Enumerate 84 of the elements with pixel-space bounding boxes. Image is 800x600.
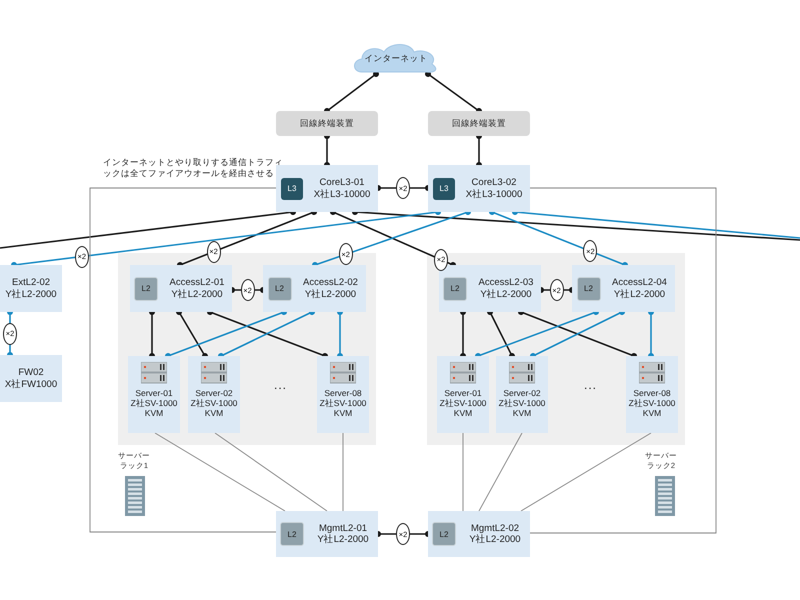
connector-line	[518, 309, 637, 359]
connector-line	[425, 71, 482, 114]
router-box	[428, 165, 530, 212]
device-label: Server-08 Z社SV-1000 KVM	[628, 388, 676, 419]
device-label: AccessL2-01 Y社L2-2000	[168, 277, 226, 300]
connector-line	[229, 287, 266, 293]
server-box	[496, 356, 548, 433]
connector-line	[530, 188, 716, 534]
connector-line	[476, 133, 482, 168]
connector-line	[330, 209, 456, 268]
switch-icon: L2	[443, 276, 467, 300]
device-label: Server-02 Z社SV-1000 KVM	[190, 388, 238, 419]
connector-line	[165, 309, 287, 359]
switch-icon: L2	[280, 522, 304, 546]
switch-icon: L2	[432, 522, 456, 546]
device-label: Server-02 Z社SV-1000 KVM	[498, 388, 546, 419]
switch-box	[130, 265, 232, 312]
device-label: FW02 X社FW1000	[4, 367, 58, 390]
device-label: MgmtL2-01 Y社L2-2000	[316, 522, 370, 546]
connector-line	[460, 309, 466, 359]
connector-line	[90, 188, 276, 532]
device-label: MgmtL2-02 Y社L2-2000	[468, 522, 522, 546]
device-label: 回線終端装置	[452, 118, 506, 129]
switch-box	[276, 511, 378, 557]
connector-line	[218, 309, 315, 359]
device-label: CoreL3-02 X社L3-10000	[464, 177, 524, 200]
switch-box	[572, 265, 675, 312]
device-label: Server-01 Z社SV-1000 KVM	[130, 388, 178, 419]
connector-line	[512, 209, 800, 239]
connector-line	[489, 209, 628, 268]
switch-box	[263, 265, 366, 312]
device-box	[0, 355, 62, 402]
connector-line	[462, 432, 464, 512]
router-icon: L3	[281, 178, 303, 200]
ellipsis-text: ...	[584, 378, 598, 394]
connector-line	[207, 309, 328, 359]
connector-line	[0, 209, 296, 249]
connector-line	[538, 287, 575, 293]
connector-line	[352, 209, 800, 241]
connector-line	[648, 309, 654, 359]
device-label: AccessL2-04 Y社L2-2000	[611, 277, 668, 300]
connector-line	[475, 309, 599, 359]
connector-line	[7, 309, 13, 358]
ellipsis-text: ...	[274, 378, 288, 394]
switch-icon: L2	[576, 276, 600, 300]
cloud-label: インターネット	[364, 52, 428, 64]
connector-line	[154, 432, 286, 512]
device-box	[0, 265, 62, 312]
server-box	[317, 356, 369, 433]
device-label: Server-08 Z社SV-1000 KVM	[318, 388, 368, 419]
router-icon: L3	[433, 178, 455, 200]
connector-line	[312, 209, 471, 268]
device-label: AccessL2-03 Y社L2-2000	[478, 277, 534, 300]
device-label: ExtL2-02 Y社L2-2000	[4, 277, 58, 300]
switch-icon: L2	[268, 276, 292, 300]
connector-line	[337, 309, 343, 359]
server-box	[437, 356, 489, 433]
connector-line	[520, 432, 652, 512]
connector-line	[177, 209, 317, 268]
switch-box	[439, 265, 541, 312]
switch-box	[428, 511, 530, 557]
server-box	[128, 356, 180, 433]
connector-line	[487, 309, 515, 359]
server-box	[188, 356, 240, 433]
device-label: Server-01 Z社SV-1000 KVM	[438, 388, 488, 419]
server-box	[626, 356, 678, 433]
connector-line	[214, 432, 328, 512]
device-label: CoreL3-01 X社L3-10000	[312, 177, 372, 200]
device-box	[276, 111, 378, 136]
connector-line	[375, 185, 431, 191]
connector-line	[375, 531, 431, 537]
switch-icon: L2	[134, 276, 158, 300]
device-label: AccessL2-02 Y社L2-2000	[302, 277, 359, 300]
connector-line	[324, 133, 330, 168]
connector-line	[11, 209, 441, 268]
connector-line	[149, 309, 155, 359]
connector-line	[478, 432, 522, 512]
connector-line	[324, 71, 379, 114]
connector-line	[530, 309, 625, 359]
router-box	[276, 165, 378, 212]
connector-line	[176, 309, 208, 359]
connector-line	[342, 432, 344, 512]
device-box	[428, 111, 530, 136]
device-label: 回線終端装置	[300, 118, 354, 129]
